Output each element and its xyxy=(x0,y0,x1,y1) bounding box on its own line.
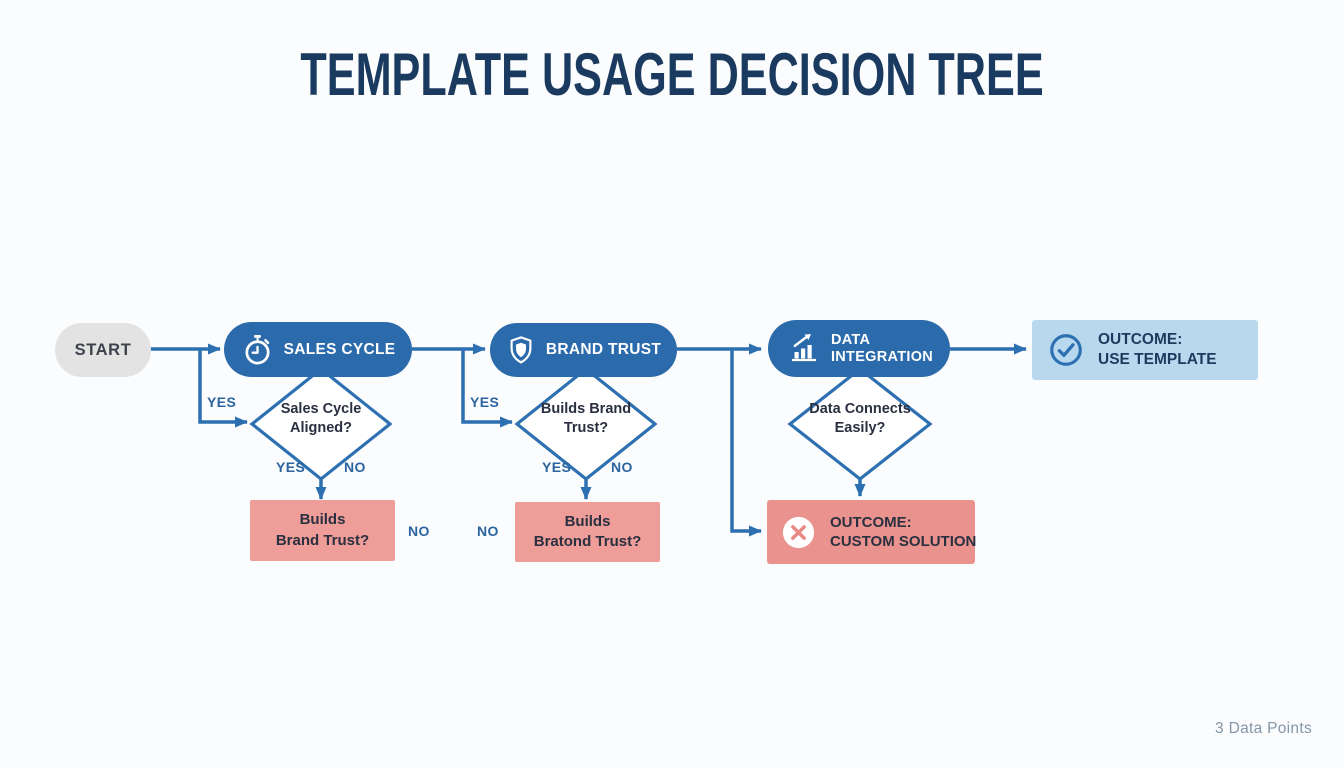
result1-line2: Brand Trust? xyxy=(275,531,370,549)
decision-2-line2: Trust? xyxy=(563,419,609,436)
stopwatch-icon xyxy=(241,333,274,367)
result-builds-bratond-trust: Builds Bratond Trust? xyxy=(515,502,660,562)
decision-diamond-2 xyxy=(514,366,658,482)
data-integration-label-line1: DATA xyxy=(830,331,871,348)
branch-yes-label-2: YES xyxy=(470,394,500,410)
decision-3-question: Data Connects Easily? xyxy=(788,400,932,438)
data-integration-node: DATA INTEGRATION xyxy=(768,320,950,377)
result1-line1: Builds xyxy=(299,511,346,529)
outcome-custom-solution-node: OUTCOME: CUSTOM SOLUTION xyxy=(767,500,977,564)
no-between-label-left: NO xyxy=(408,523,430,539)
shield-icon xyxy=(506,334,536,366)
decision-1-line2: Aligned? xyxy=(289,419,353,436)
sales-cycle-label: SALES CYCLE xyxy=(283,340,396,358)
diamond2-yes-label: YES xyxy=(542,459,572,475)
decision-3-line1: Data Connects xyxy=(809,401,911,417)
result-builds-brand-trust: Builds Brand Trust? xyxy=(250,500,395,561)
result2-line2: Bratond Trust? xyxy=(533,533,642,550)
decision-2-question: Builds Brand Trust? xyxy=(516,400,656,438)
result2-line1: Builds xyxy=(564,512,611,530)
decision-2-line1: Builds Brand xyxy=(540,401,632,417)
data-integration-label-line2: INTEGRATION xyxy=(830,348,934,365)
arrow-yes-branch-2 xyxy=(461,349,513,428)
diamond1-no-label: NO xyxy=(344,459,366,475)
branch-yes-label-1: YES xyxy=(207,394,237,410)
brand-trust-node: BRAND TRUST xyxy=(490,323,677,377)
outcome-use-template-node: OUTCOME: USE TEMPLATE xyxy=(1032,320,1258,380)
diamond2-no-label: NO xyxy=(611,459,633,475)
x-circle-icon xyxy=(780,514,817,551)
use-template-line1: OUTCOME: xyxy=(1098,330,1183,348)
start-node: START xyxy=(55,323,151,377)
bar-chart-icon xyxy=(785,333,821,365)
data-points-note: 3 Data Points xyxy=(1215,720,1312,737)
diamond1-yes-label: YES xyxy=(276,459,306,475)
page-title: TEMPLATE USAGE DECISION TREE xyxy=(300,41,1044,108)
decision-3-line2: Easily? xyxy=(834,419,886,436)
decision-1-question: Sales Cycle Aligned? xyxy=(251,400,391,438)
start-label: START xyxy=(74,340,132,359)
decision-1-line1: Sales Cycle xyxy=(280,401,362,417)
custom-solution-line2: CUSTOM SOLUTION xyxy=(830,533,977,550)
decision-diamond-1 xyxy=(249,366,393,482)
no-between-label-right: NO xyxy=(477,523,499,539)
brand-trust-label: BRAND TRUST xyxy=(545,341,662,358)
arrow-no-branch-to-custom xyxy=(730,349,762,537)
custom-solution-line1: OUTCOME: xyxy=(830,513,912,531)
decision-diamond-3 xyxy=(787,366,933,482)
use-template-line2: USE TEMPLATE xyxy=(1098,351,1217,368)
arrow-yes-branch-1 xyxy=(198,349,248,428)
sales-cycle-node: SALES CYCLE xyxy=(224,322,412,377)
check-circle-icon xyxy=(1047,331,1085,369)
